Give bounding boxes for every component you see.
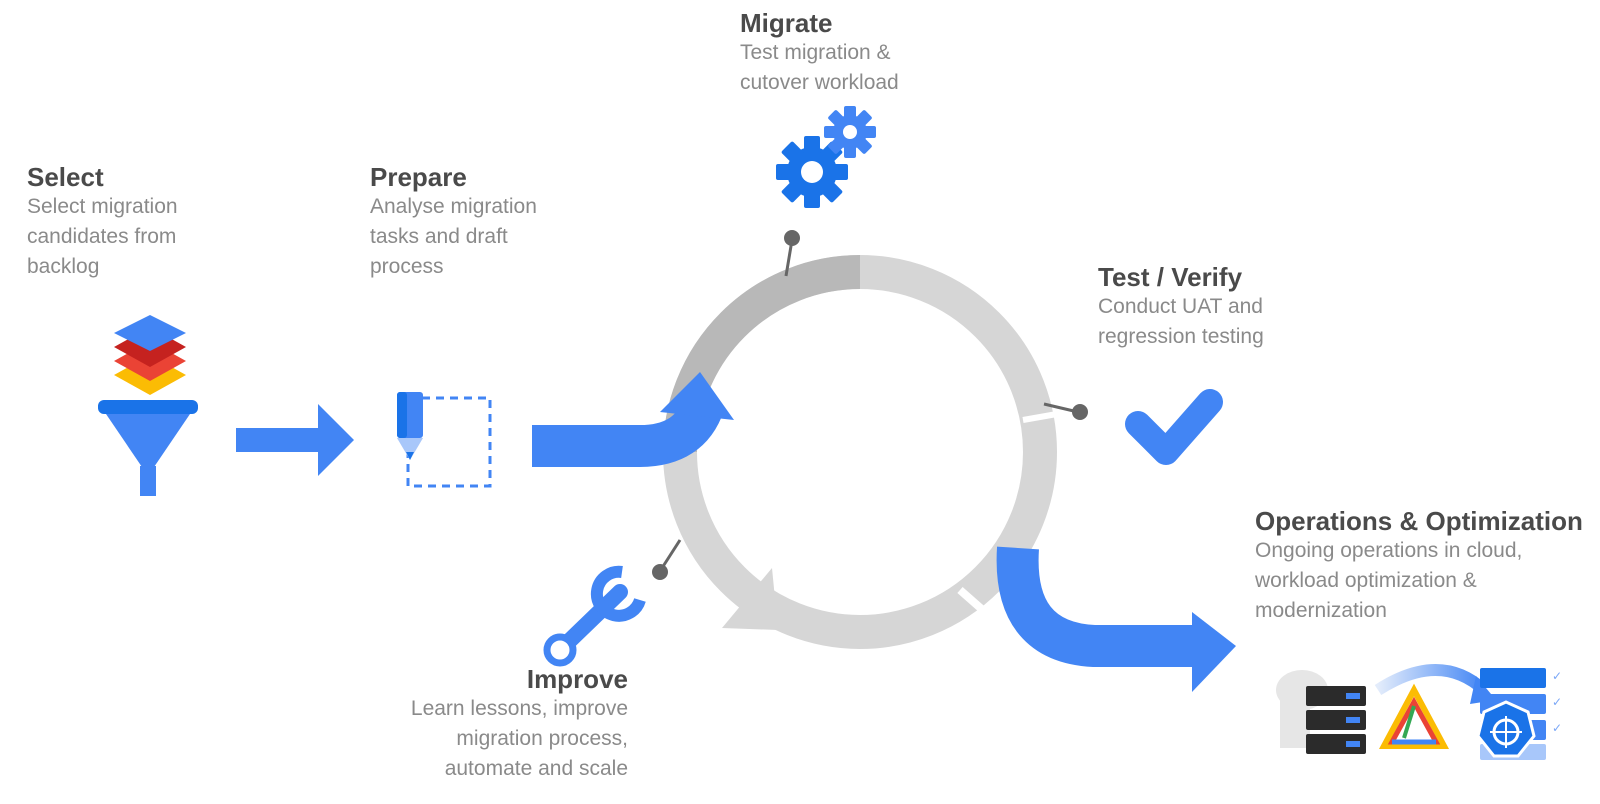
step-description: Ongoing operations in cloud, workload op… [1255,539,1523,622]
ring-gap [1022,411,1058,423]
step-title: Select [27,162,104,192]
step-description: Conduct UAT and regression testing [1098,295,1264,348]
step-title: Migrate [740,8,833,38]
servers-icon [1276,670,1366,754]
step-title: Operations & Optimization [1255,506,1583,536]
gears-icon [776,106,876,208]
arrow-ring-to-operations [996,546,1200,667]
step-description: Select migration candidates from backlog [27,195,178,278]
checkmark-icon [1125,389,1223,465]
arrow-select-to-prepare [236,404,354,476]
pencil-icon [397,392,492,488]
step-prepare: Prepare Analyse migration tasks and draf… [370,162,537,282]
step-description: Analyse migration tasks and draft proces… [370,195,537,278]
svg-text:✓: ✓ [1552,721,1562,735]
step-migrate: Migrate Test migration & cutover workloa… [740,8,899,98]
wrench-icon [543,565,646,667]
kubernetes-icon: ✓ ✓ ✓ [1476,668,1562,760]
arrow-operations-head [1192,612,1236,692]
step-description: Learn lessons, improve migration process… [410,697,628,780]
funnel-icon [98,400,198,496]
ring-gap [957,586,988,616]
step-title: Prepare [370,162,467,192]
step-title: Test / Verify [1098,262,1243,292]
layers-icon [114,315,186,395]
step-operations: Operations & Optimization Ongoing operat… [1255,506,1583,626]
cloud-build-icon [1378,683,1450,749]
arrow-prepare-head [660,372,734,420]
connector-pins [652,230,1088,580]
svg-text:✓: ✓ [1552,669,1562,683]
step-select: Select Select migration candidates from … [27,162,178,282]
ring-arrowhead [722,568,778,630]
migration-arc-arrow [1374,664,1489,696]
step-improve: Improve Learn lessons, improve migration… [350,664,628,784]
step-test-verify: Test / Verify Conduct UAT and regression… [1098,262,1264,352]
step-description: Test migration & cutover workload [740,41,899,94]
svg-text:✓: ✓ [1552,695,1562,709]
step-title: Improve [526,664,628,694]
